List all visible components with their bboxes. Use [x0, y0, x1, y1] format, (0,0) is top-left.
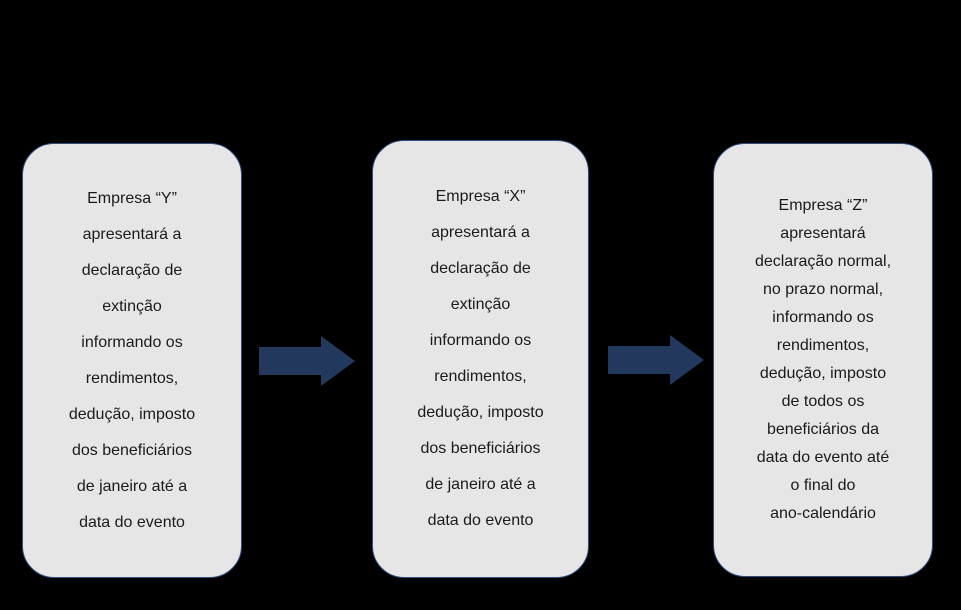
right-arrow-icon-1: [259, 336, 355, 386]
right-arrow-icon-2: [608, 335, 704, 385]
right-arrow-shape-2: [608, 335, 704, 385]
card-empresa-z: Empresa “Z” apresentará declaração norma…: [713, 143, 933, 577]
card-empresa-x-text: Empresa “X” apresentará a declaração de …: [417, 188, 544, 529]
card-empresa-z-text: Empresa “Z” apresentará declaração norma…: [754, 197, 892, 522]
card-empresa-y-text: Empresa “Y” apresentará a declaração de …: [68, 189, 196, 531]
card-empresa-y: Empresa “Y” apresentará a declaração de …: [22, 143, 242, 578]
card-empresa-x: Empresa “X” apresentará a declaração de …: [372, 140, 589, 578]
right-arrow-shape-1: [259, 336, 355, 386]
